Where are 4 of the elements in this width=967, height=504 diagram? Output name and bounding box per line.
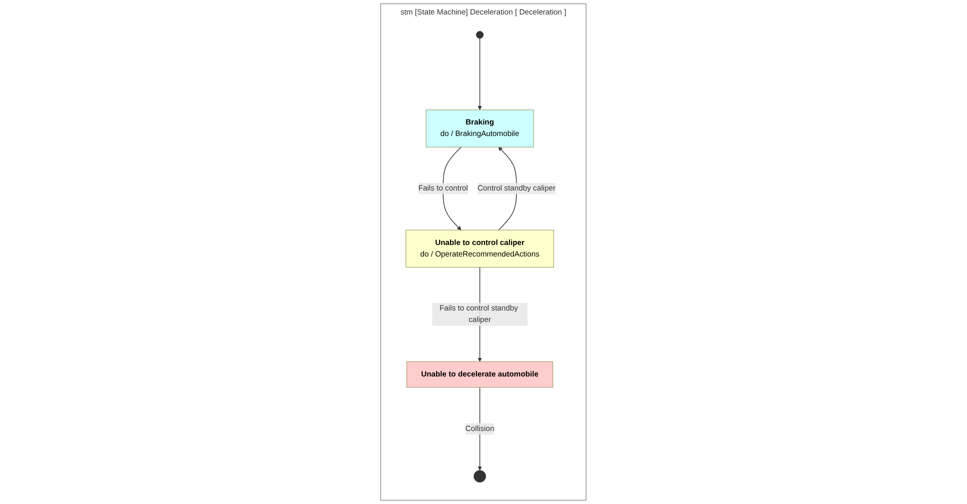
- arrow: [478, 38, 482, 110]
- node-bullseye: [474, 470, 486, 483]
- node-circle: [476, 31, 484, 39]
- arrow: [442, 146, 462, 230]
